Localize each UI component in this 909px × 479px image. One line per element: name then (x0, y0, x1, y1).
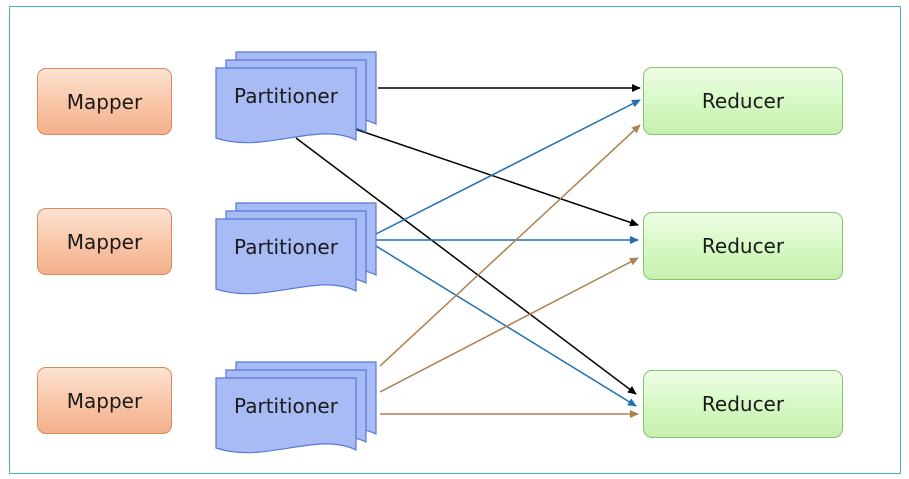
partitioner-1-label: Partitioner (234, 84, 338, 108)
reducer-1: Reducer (643, 67, 843, 135)
edge-partitioner-2-to-reducer-1 (375, 99, 641, 235)
reducer-3-label: Reducer (701, 392, 785, 416)
partitioner-3-shape (215, 361, 377, 454)
edge-partitioner-1-to-reducer-2 (351, 127, 639, 227)
edge-partitioner-1-to-reducer-3 (295, 137, 637, 395)
partitioner-2-page-3 (215, 218, 357, 295)
partitioner-1-shape (215, 51, 377, 144)
partitioner-1: Partitioner (215, 51, 378, 158)
partitioner-2-shape (215, 202, 377, 295)
reducer-2-label: Reducer (701, 234, 785, 258)
mapper-1-label: Mapper (66, 89, 143, 114)
reducer-2: Reducer (643, 212, 843, 280)
partitioner-2-label: Partitioner (234, 235, 338, 259)
partitioner-1-page-3 (215, 67, 357, 144)
mapper-1: Mapper (37, 68, 172, 135)
partitioner-3: Partitioner (215, 361, 378, 468)
mapper-3: Mapper (37, 367, 172, 434)
reducer-3: Reducer (643, 370, 843, 438)
partitioner-3-page-3 (215, 377, 357, 454)
edge-partitioner-3-to-reducer-1 (379, 124, 641, 367)
partitioner-2: Partitioner (215, 202, 378, 309)
reducer-1-label: Reducer (701, 89, 785, 113)
mapper-2-label: Mapper (66, 229, 143, 254)
mapper-3-label: Mapper (66, 388, 143, 413)
partitioner-3-label: Partitioner (234, 394, 338, 418)
mapper-2: Mapper (37, 208, 172, 275)
edge-partitioner-3-to-reducer-2 (379, 257, 639, 393)
